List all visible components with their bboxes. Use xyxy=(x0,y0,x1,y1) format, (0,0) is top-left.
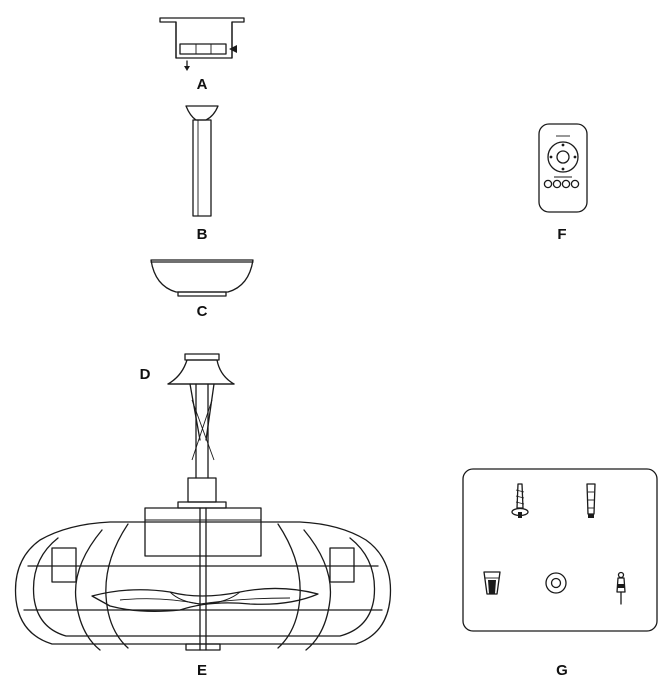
label-a: A xyxy=(196,76,208,93)
wire-nut-icon xyxy=(483,571,501,595)
label-c: C xyxy=(196,303,208,320)
screw-icon xyxy=(511,483,529,518)
wall-anchor-icon xyxy=(586,483,596,518)
label-d: D xyxy=(139,366,151,383)
label-g: G xyxy=(556,662,568,679)
pin-icon xyxy=(616,571,626,605)
label-e: E xyxy=(196,662,207,679)
label-b: B xyxy=(196,226,208,243)
canopy-cover-icon xyxy=(150,259,254,297)
remote-control-icon xyxy=(538,123,588,213)
canopy-icon xyxy=(167,353,235,441)
caged-fan-icon xyxy=(14,353,392,651)
mounting-bracket-icon xyxy=(159,17,245,71)
washer-icon xyxy=(545,572,567,594)
label-f: F xyxy=(557,226,567,243)
hardware-kit xyxy=(462,468,658,632)
downrod-icon xyxy=(185,105,219,217)
